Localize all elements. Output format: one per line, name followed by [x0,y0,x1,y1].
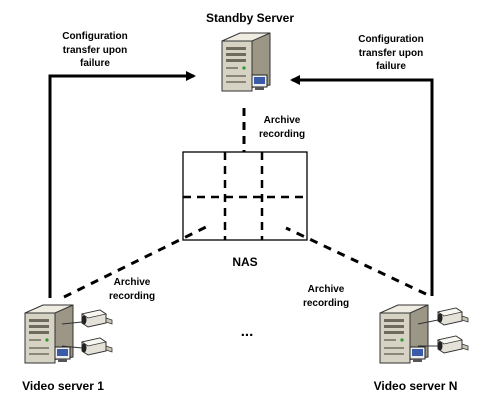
video-server-1-camera-top-icon [81,309,113,328]
nas-label: NAS [232,255,258,269]
standby-server-icon [221,32,271,92]
server1-archive-line-2: recording [108,290,156,302]
camera-cable [61,345,83,349]
servern-archive-label: Archive recording [290,283,362,310]
nas-standby-archive-line-2: recording [258,128,306,140]
video-server-n-camera-top-icon [437,307,469,326]
ellipsis-label: ... [240,323,254,340]
camera-cable [61,321,83,325]
video-server-n-camera-bottom-icon [437,335,469,354]
standby-server-label: Standby Server [205,11,295,25]
camera-cable [417,319,439,325]
right-failover-line-1: Configuration [358,34,424,45]
right-failover-connector [290,75,434,296]
left-failover-line-2: transfer upon [62,44,128,56]
servern-archive-line-1: Archive [307,284,345,295]
nas-box [182,151,308,241]
left-failover-connector [48,71,196,298]
right-failover-line-3: failure [375,61,406,72]
left-failover-line-3: failure [79,58,110,69]
server1-nas-dashed-link [63,225,207,299]
servern-nas-dashed-link [285,226,427,296]
right-failover-line-2: transfer upon [358,47,424,59]
video-server-1-label: Video server 1 [22,379,104,393]
left-failover-label: Configuration transfer upon failure [40,30,150,71]
right-failover-label: Configuration transfer upon failure [336,33,446,74]
video-server-n-icon [379,304,429,364]
video-server-1-camera-bottom-icon [81,337,113,356]
video-server-n-label: Video server N [373,379,458,393]
nas-standby-archive-line-1: Archive [263,115,301,126]
server1-archive-label: Archive recording [96,276,168,303]
servern-archive-line-2: recording [302,297,350,309]
left-failover-line-1: Configuration [62,31,128,42]
video-server-1-icon [24,304,74,364]
server1-archive-line-1: Archive [113,277,151,288]
nas-standby-archive-label: Archive recording [246,114,318,141]
